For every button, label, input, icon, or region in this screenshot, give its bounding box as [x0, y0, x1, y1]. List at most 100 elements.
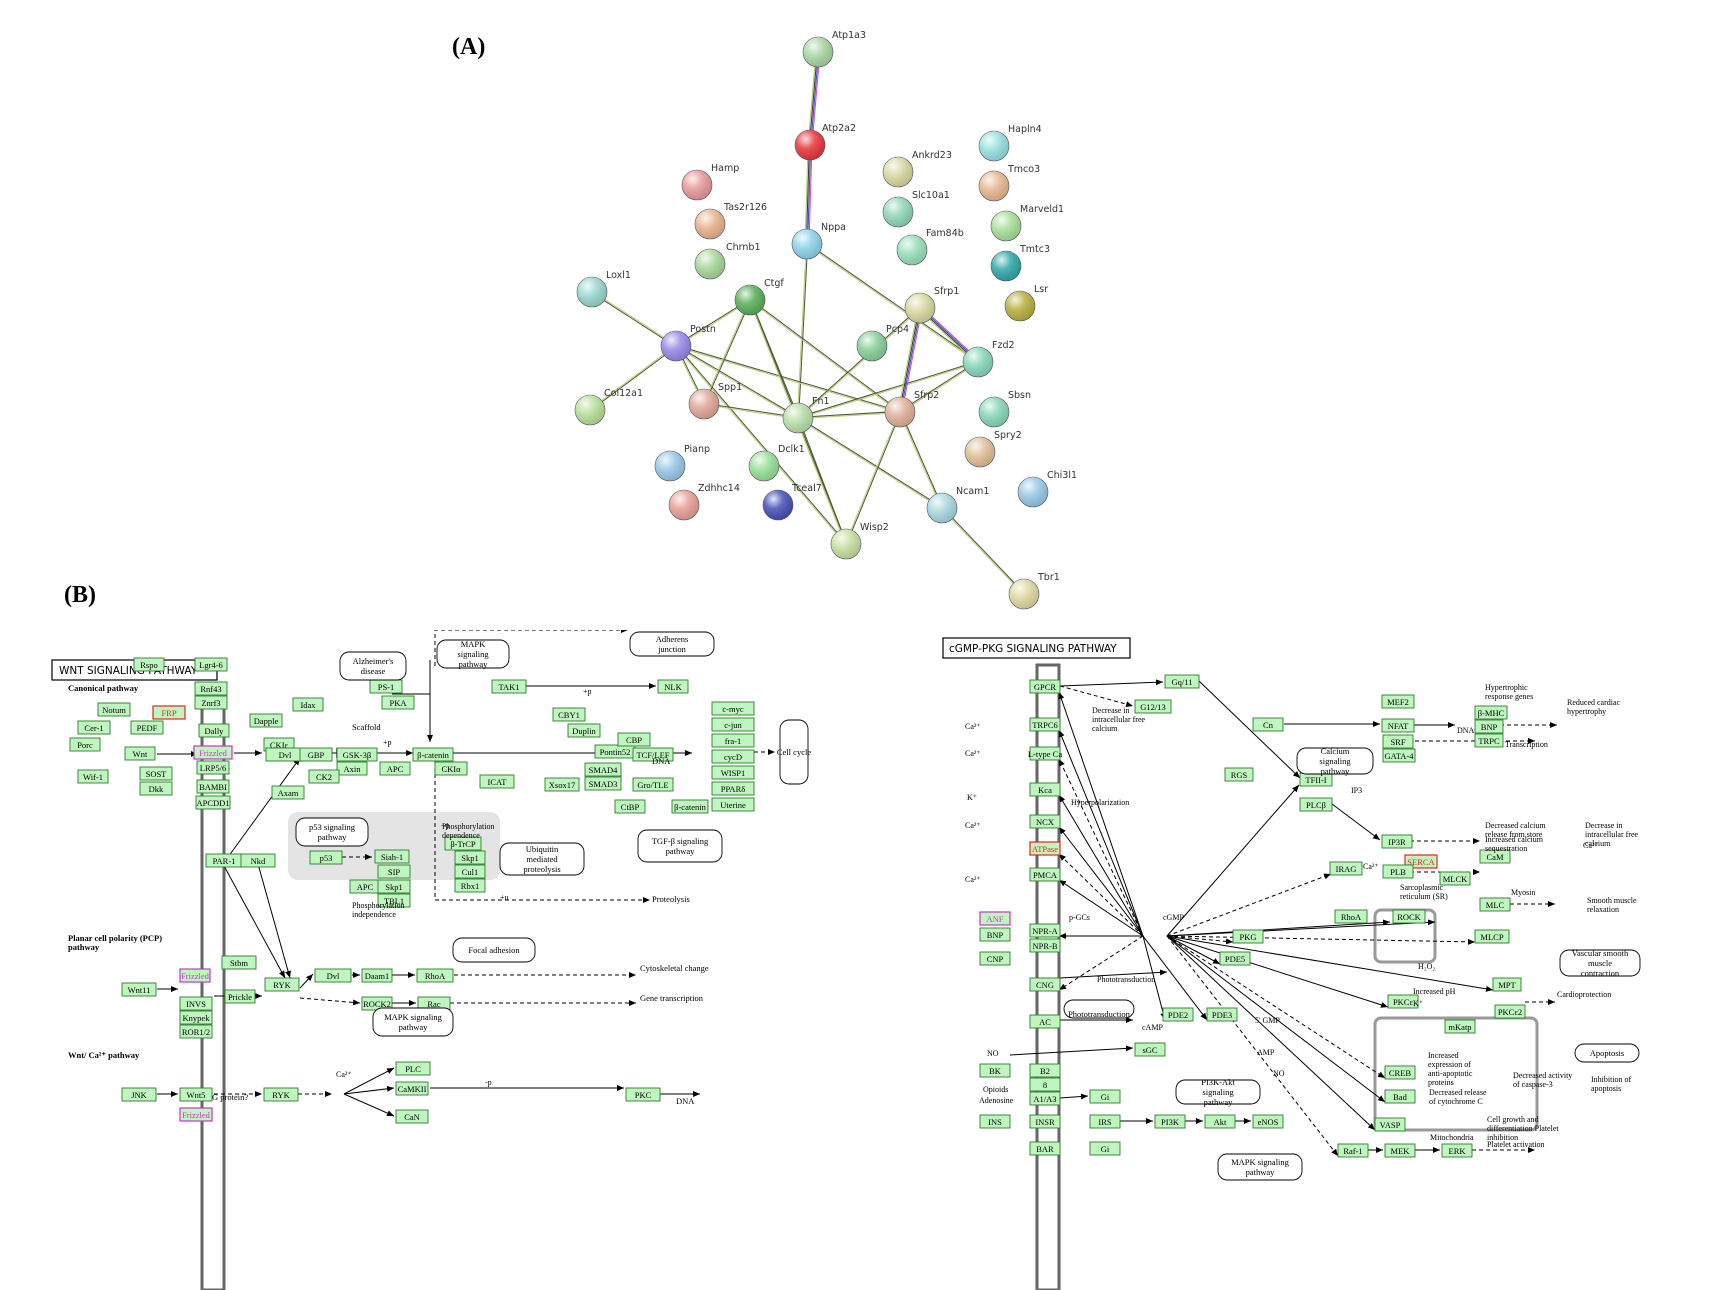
gene-dvl[interactable]: Dvl — [314, 968, 352, 983]
network-node-atp2a2[interactable]: Atp2a2 — [794, 123, 856, 161]
gene-wnt[interactable]: Wnt — [124, 746, 156, 761]
gene-sost[interactable]: SOST — [139, 766, 173, 781]
network-node-hapln4[interactable]: Hapln4 — [978, 124, 1042, 162]
gene-ryk[interactable]: RYK — [263, 1087, 299, 1102]
network-node-tmco3[interactable]: Tmco3 — [978, 164, 1040, 202]
gene-rbx1[interactable]: Rbx1 — [454, 878, 486, 893]
gene-kca[interactable]: Kca — [1029, 782, 1061, 797]
gene-cul1[interactable]: Cul1 — [454, 864, 486, 879]
gene-apcdd1[interactable]: APCDD1 — [195, 795, 231, 810]
gene-cnp[interactable]: CNP — [979, 951, 1011, 966]
gene-cycd[interactable]: cycD — [711, 749, 755, 764]
gene-sip[interactable]: SIP — [377, 864, 411, 879]
gene-anf[interactable]: ANF — [979, 911, 1011, 926]
gene-irs[interactable]: IRS — [1089, 1114, 1121, 1129]
gene-apc[interactable]: APC — [349, 879, 381, 894]
gene-smad3[interactable]: SMAD3 — [584, 776, 622, 791]
gene-frizzled[interactable]: Frizzled — [179, 1107, 213, 1122]
gene-duplin[interactable]: Duplin — [567, 723, 601, 738]
pathway-box-focal-adhesion[interactable]: Focal adhesion — [452, 937, 536, 963]
gene-akt[interactable]: Akt — [1204, 1114, 1236, 1129]
gene-l-type-ca[interactable]: L-type Ca — [1028, 746, 1062, 761]
network-node-col12a1[interactable]: Col12a1 — [574, 388, 643, 426]
network-node-marveld1[interactable]: Marveld1 — [990, 204, 1064, 242]
gene-ppar[interactable]: PPARδ — [711, 781, 755, 796]
gene-bnp[interactable]: BNP — [1474, 719, 1504, 734]
gene-camkii[interactable]: CaMKII — [395, 1081, 429, 1096]
gene-pka[interactable]: PKA — [381, 695, 415, 710]
gene-knypek[interactable]: Knypek — [179, 1010, 213, 1025]
network-node-pianp[interactable]: Pianp — [654, 444, 710, 482]
gene-pontin52[interactable]: Pontin52 — [594, 744, 636, 759]
gene-8[interactable]: 8 — [1029, 1077, 1061, 1092]
gene-mhc[interactable]: β-MHC — [1474, 705, 1508, 720]
gene-cby1[interactable]: CBY1 — [552, 707, 586, 722]
gene-wnt11[interactable]: Wnt11 — [121, 982, 157, 997]
gene-rhoa[interactable]: RhoA — [1334, 909, 1368, 924]
gene-uterine[interactable]: Uterine — [711, 797, 755, 812]
gene-insr[interactable]: INSR — [1029, 1114, 1061, 1129]
gene-pedf[interactable]: PEDF — [130, 720, 164, 735]
gene-tak1[interactable]: TAK1 — [491, 679, 527, 694]
network-node-chrnb1[interactable]: Chrnb1 — [694, 242, 761, 280]
gene-mlck[interactable]: MLCK — [1439, 871, 1471, 886]
gene-jnk[interactable]: JNK — [121, 1087, 157, 1102]
gene-mkatp[interactable]: mKatp — [1444, 1019, 1476, 1034]
network-node-sfrp1[interactable]: Sfrp1 — [904, 286, 959, 324]
gene-plc[interactable]: PLCβ — [1299, 797, 1333, 812]
gene-plb[interactable]: PLB — [1382, 864, 1414, 879]
gene-rhoa[interactable]: RhoA — [416, 968, 454, 983]
gene-siah-1[interactable]: Siah-1 — [374, 849, 410, 864]
gene-cn[interactable]: Cn — [1252, 717, 1284, 732]
pathway-box-cell-cycle[interactable]: Cell cycle — [777, 719, 811, 785]
gene-gq-11[interactable]: Gq/11 — [1164, 674, 1200, 689]
gene-invs[interactable]: INVS — [179, 996, 213, 1011]
gene-npr-b[interactable]: NPR-B — [1029, 938, 1061, 953]
network-node-spry2[interactable]: Spry2 — [964, 430, 1022, 468]
network-node-slc10a1[interactable]: Slc10a1 — [882, 190, 950, 228]
gene-skp1[interactable]: Skp1 — [454, 850, 486, 865]
gene-pde3[interactable]: PDE3 — [1206, 1007, 1238, 1022]
gene-cng[interactable]: CNG — [1029, 977, 1061, 992]
network-node-chi3l1[interactable]: Chi3l1 — [1017, 470, 1077, 508]
gene-fra-1[interactable]: fra-1 — [711, 733, 755, 748]
gene-rnf43[interactable]: Rnf43 — [194, 681, 228, 696]
gene-tcf-lef[interactable]: TCF/LEF — [632, 747, 674, 762]
gene-znrf3[interactable]: Znrf3 — [194, 695, 228, 710]
gene-mpt[interactable]: MPT — [1492, 977, 1522, 992]
gene-rspo[interactable]: Rspo — [133, 657, 165, 672]
gene-nfat[interactable]: NFAT — [1381, 718, 1415, 733]
gene-trpc6[interactable]: TRPC6 — [1029, 717, 1061, 732]
gene-creb[interactable]: CREB — [1384, 1065, 1416, 1080]
network-node-nppa[interactable]: Nppa — [791, 222, 846, 260]
gene-par-1[interactable]: PAR-1 — [205, 853, 243, 868]
gene-vasp[interactable]: VASP — [1374, 1117, 1406, 1132]
gene-nlk[interactable]: NLK — [657, 679, 689, 694]
gene-mlc[interactable]: MLC — [1479, 897, 1511, 912]
network-node-loxl1[interactable]: Loxl1 — [576, 270, 631, 308]
gene-ncx[interactable]: NCX — [1029, 814, 1061, 829]
pathway-box-phototransduction[interactable]: Phototransduction — [1063, 999, 1135, 1019]
gene-stbm[interactable]: Stbm — [221, 955, 257, 970]
gene-idax[interactable]: Idax — [292, 697, 324, 712]
gene-enos[interactable]: eNOS — [1252, 1114, 1284, 1129]
gene-ps-1[interactable]: PS-1 — [369, 679, 403, 694]
gene-ac[interactable]: AC — [1029, 1014, 1061, 1029]
network-node-tas2r126[interactable]: Tas2r126 — [694, 202, 767, 240]
network-node-ankrd23[interactable]: Ankrd23 — [882, 150, 952, 188]
gene-irag[interactable]: IRAG — [1329, 861, 1363, 876]
gene-ck2[interactable]: CK2 — [308, 769, 340, 784]
gene-xsox17[interactable]: Xsox17 — [544, 777, 580, 792]
gene-bambi[interactable]: BAMBI — [196, 779, 230, 794]
network-node-ctgf[interactable]: Ctgf — [734, 278, 784, 316]
gene-wnt5[interactable]: Wnt5 — [179, 1087, 213, 1102]
gene-catenin[interactable]: β-catenin — [412, 747, 454, 762]
gene-cer-1[interactable]: Cer-1 — [77, 720, 111, 735]
gene-gro-tle[interactable]: Gro/TLE — [632, 777, 674, 792]
